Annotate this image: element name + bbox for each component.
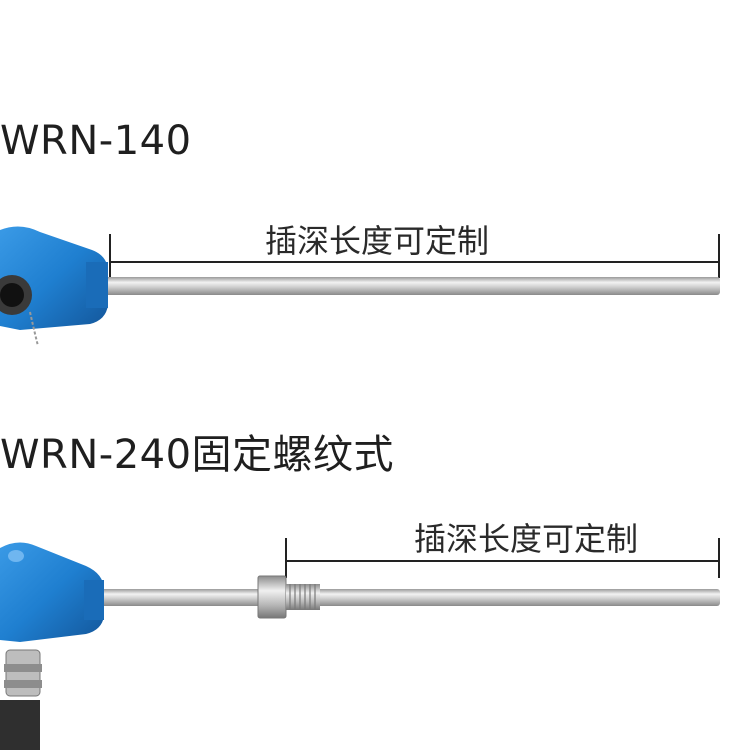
probe-rod-2 xyxy=(100,589,720,606)
product-title-wrn-140: WRN-140 xyxy=(0,118,192,164)
junction-box-2 xyxy=(0,542,104,750)
dimension-line-1 xyxy=(109,234,720,278)
thread-fitting xyxy=(257,575,320,619)
probe-rod-1 xyxy=(100,277,720,295)
product-title-wrn-240: WRN-240固定螺纹式 xyxy=(0,432,395,478)
junction-box-1 xyxy=(0,226,108,347)
insertion-depth-label-1: 插深长度可定制 xyxy=(265,222,490,260)
insertion-depth-label-2: 插深长度可定制 xyxy=(414,520,639,558)
dimension-line-2 xyxy=(285,538,720,578)
